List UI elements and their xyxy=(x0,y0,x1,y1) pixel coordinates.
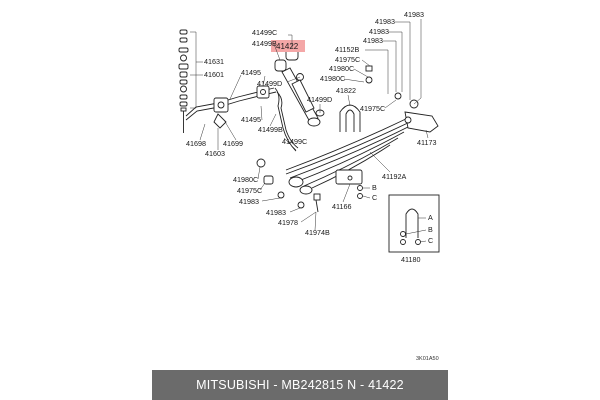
part-number-labels: 41499C 41499B 41631 41601 41495 41499D 4… xyxy=(186,10,436,264)
footer-caption: MITSUBISHI - MB242815 N - 41422 xyxy=(152,370,448,400)
part-label: 41974B xyxy=(305,228,330,237)
part-label: 41499B xyxy=(258,125,283,134)
part-label: 41631 xyxy=(204,57,224,66)
part-label: 41980C xyxy=(233,175,258,184)
leader-lines xyxy=(199,19,429,243)
shock-absorber xyxy=(274,47,325,127)
highlight-part-number: 41422 xyxy=(276,42,299,51)
part-label: 41166 xyxy=(332,202,351,211)
part-label: 41499B xyxy=(252,39,277,48)
part-label: 41975C xyxy=(335,55,360,64)
highlight-box xyxy=(271,40,305,52)
part-label: 41499C xyxy=(282,137,307,146)
part-label: 41822 xyxy=(336,86,356,95)
part-label: 41698 xyxy=(186,139,206,148)
part-label: 41499D xyxy=(257,79,282,88)
part-label: 41978 xyxy=(278,218,298,227)
diagram-code: 3K01A50 xyxy=(416,356,439,362)
part-label: 41152B xyxy=(335,45,359,54)
parts-diagram: 41422 41499C 41499B 41631 41601 41495 41… xyxy=(178,10,440,362)
part-label: 41983 xyxy=(266,208,286,217)
part-label: 41601 xyxy=(204,70,224,79)
part-label: 41975C xyxy=(360,104,385,113)
part-label: 41499D xyxy=(307,95,332,104)
callout-letter: B xyxy=(428,225,433,234)
callout-letters: B C A B C xyxy=(372,183,433,245)
part-label: 41499C xyxy=(252,28,277,37)
part-label: 41983 xyxy=(363,36,383,45)
part-label: 41495 xyxy=(241,115,261,124)
part-label: 41983 xyxy=(239,197,259,206)
part-label: 41980C xyxy=(329,64,354,73)
part-label: 41173 xyxy=(417,138,436,147)
part-label: 41983 xyxy=(404,10,424,19)
part-label: 41699 xyxy=(223,139,243,148)
leaf-spring xyxy=(285,92,439,195)
callout-letter: B xyxy=(372,183,377,192)
callout-letter: C xyxy=(428,236,433,245)
callout-letter: A xyxy=(428,213,433,222)
part-label: 41495 xyxy=(241,68,261,77)
part-label: 41983 xyxy=(375,17,395,26)
part-label: 41192A xyxy=(382,172,406,181)
part-label: 41983 xyxy=(369,27,389,36)
part-label: 41980C xyxy=(320,74,345,83)
stabilizer-bar xyxy=(185,85,299,152)
lower-bushings xyxy=(256,158,321,213)
part-label: 41975C xyxy=(237,186,262,195)
callout-letter: C xyxy=(372,193,377,202)
part-label: 41603 xyxy=(205,149,225,158)
part-label: 41180 xyxy=(401,255,420,264)
fastener-stack xyxy=(178,29,203,133)
